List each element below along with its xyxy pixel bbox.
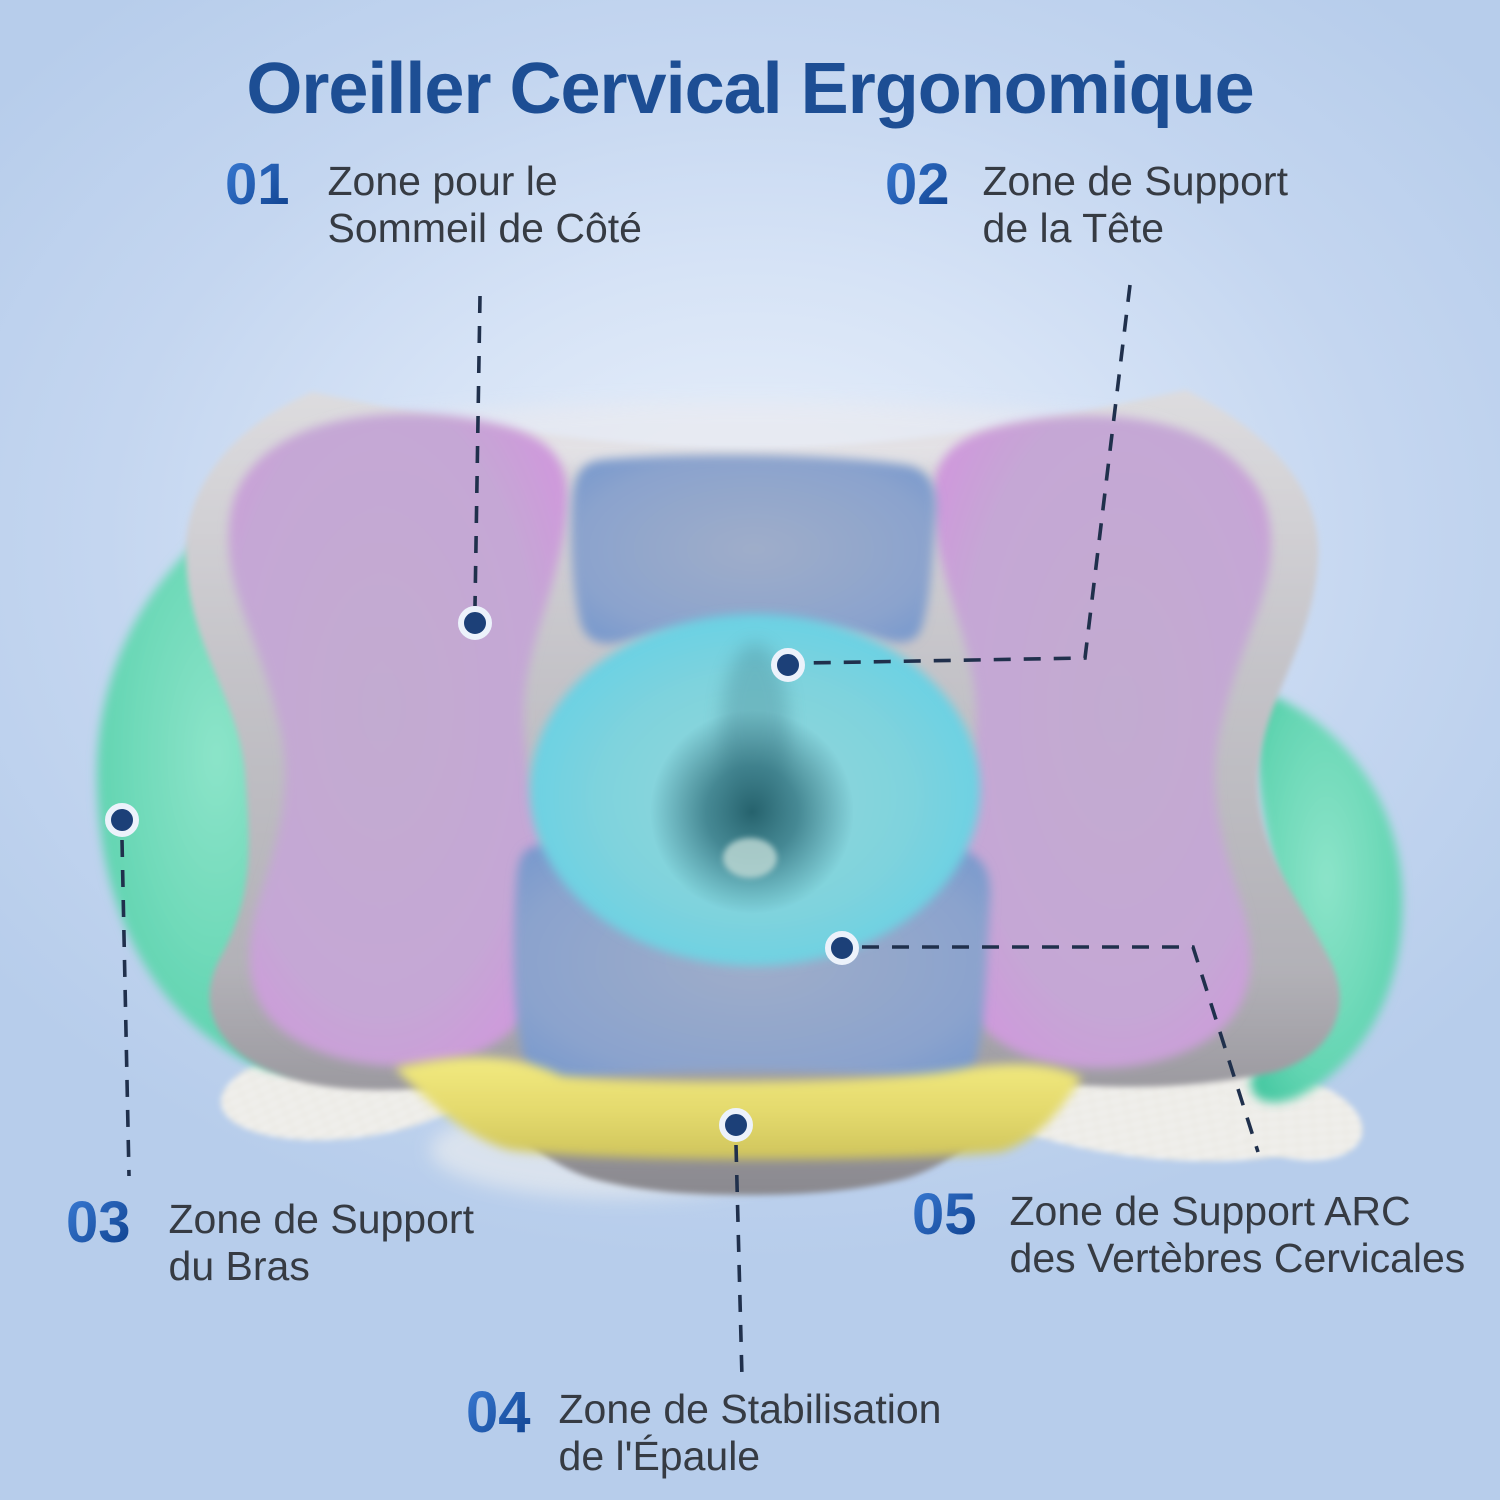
head-support-zone: [530, 614, 980, 966]
annotation-02: 02 Zone de Support de la Tête: [885, 152, 1288, 251]
leader-line-04: [734, 1144, 744, 1379]
marker-dot-05: [825, 931, 859, 965]
annotation-05-number: 05: [912, 1182, 977, 1247]
leader-line-01: [473, 295, 482, 607]
annotation-01: 01 Zone pour le Sommeil de Côté: [225, 152, 642, 251]
marker-dot-04: [719, 1108, 753, 1142]
marker-dot-01: [458, 606, 492, 640]
annotation-04: 04 Zone de Stabilisation de l'Épaule: [466, 1380, 942, 1479]
annotation-03-number: 03: [66, 1190, 131, 1255]
annotation-04-number: 04: [466, 1380, 531, 1445]
page-title: Oreiller Cervical Ergonomique: [246, 49, 1254, 129]
annotation-03: 03 Zone de Support du Bras: [66, 1190, 474, 1289]
annotation-03-label: Zone de Support du Bras: [168, 1196, 474, 1289]
side-sleep-zone: [228, 413, 1271, 1069]
marker-dot-02: [771, 648, 805, 682]
leader-line-02: [805, 284, 1132, 665]
annotation-05-label: Zone de Support ARC des Vertèbres Cervic…: [1009, 1188, 1466, 1281]
annotation-02-label: Zone de Support de la Tête: [982, 158, 1288, 251]
annotation-01-label: Zone pour le Sommeil de Côté: [327, 158, 642, 251]
annotation-05: 05 Zone de Support ARC des Vertèbres Cer…: [912, 1182, 1466, 1281]
leader-line-03: [120, 839, 131, 1177]
annotation-04-label: Zone de Stabilisation de l'Épaule: [558, 1386, 942, 1479]
annotation-02-number: 02: [885, 152, 950, 217]
marker-dot-03: [105, 803, 139, 837]
leader-line-05: [862, 945, 1260, 1153]
annotation-01-number: 01: [225, 152, 290, 217]
